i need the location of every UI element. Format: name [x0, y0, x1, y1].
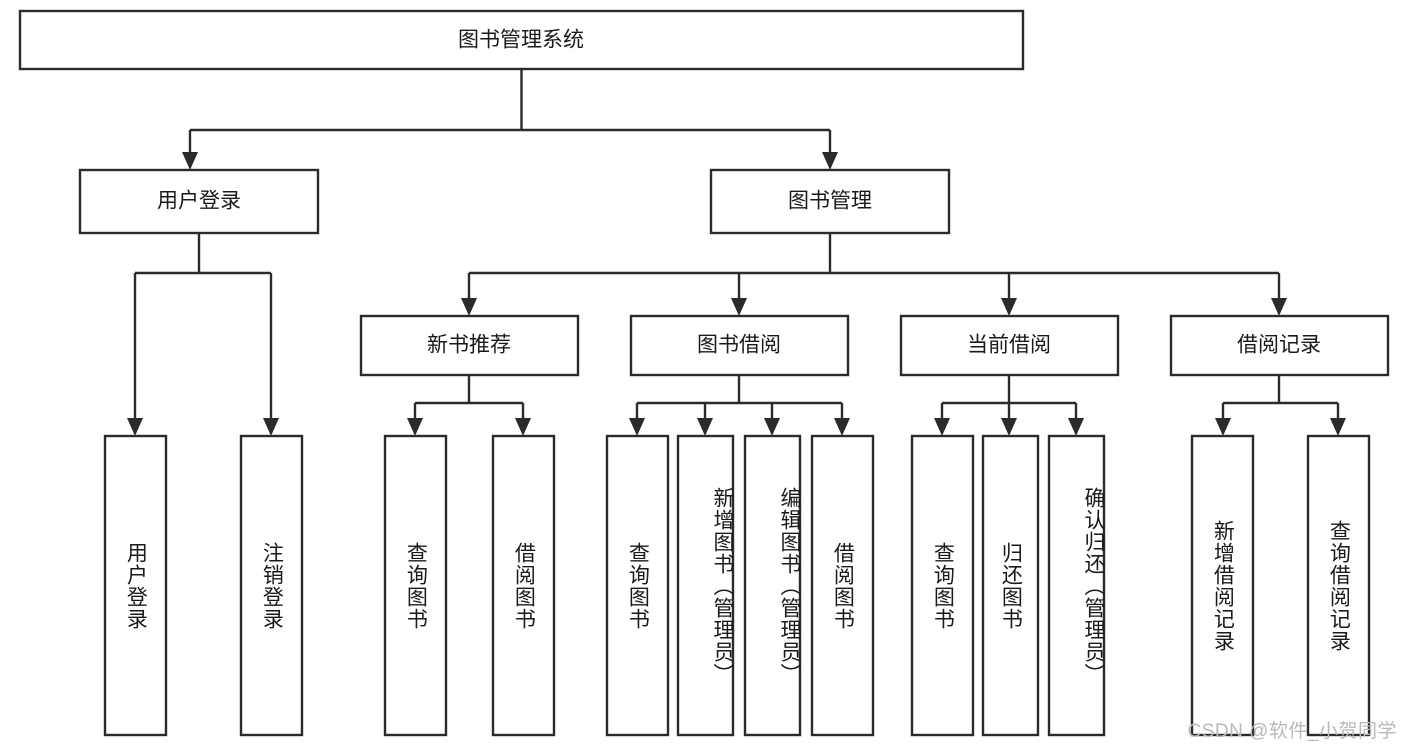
connector-borrowrecord-to-leaves: [1215, 375, 1346, 436]
node-leaf-edit-book[interactable]: [743, 434, 802, 737]
node-leaf-query-book-1[interactable]: [383, 434, 448, 737]
node-leaf-borrow-book-1[interactable]: [491, 434, 556, 737]
node-user-login-label: 用户登录: [157, 190, 241, 213]
node-leaf-logout-login[interactable]: [239, 434, 304, 737]
node-current-borrow-label: 当前借阅: [967, 334, 1051, 357]
node-leaf-query-book-2[interactable]: [605, 434, 670, 737]
node-root-label: 图书管理系统: [458, 29, 584, 52]
connector-bookborrow-to-leaves: [629, 375, 850, 436]
csdn-watermark: CSDN @软件_小贺同学: [1187, 721, 1397, 742]
connector-currentborrow-to-leaves: [934, 375, 1084, 436]
node-new-book-recommend-label: 新书推荐: [427, 334, 511, 357]
connector-userlogin-to-leaves: [127, 233, 279, 436]
node-user-login[interactable]: 用户登录: [78, 168, 320, 235]
node-leaf-user-login[interactable]: [103, 434, 168, 737]
node-root[interactable]: 图书管理系统: [18, 9, 1025, 71]
node-new-book-recommend[interactable]: 新书推荐: [359, 314, 580, 377]
node-current-borrow[interactable]: 当前借阅: [899, 314, 1120, 377]
connector-bookmanage-to-level2: [461, 233, 1287, 316]
node-book-manage-label: 图书管理: [788, 190, 872, 213]
connector-root-to-level1: [182, 69, 838, 170]
node-borrow-record[interactable]: 借阅记录: [1169, 314, 1390, 377]
node-leaf-query-book-3[interactable]: [910, 434, 975, 737]
node-borrow-record-label: 借阅记录: [1237, 334, 1321, 357]
connector-newbook-to-leaves: [407, 375, 531, 436]
node-leaf-add-record[interactable]: [1190, 434, 1255, 737]
node-leaf-return-book[interactable]: [981, 434, 1040, 737]
node-leaf-query-record[interactable]: [1306, 434, 1371, 737]
node-leaf-borrow-book-2[interactable]: [810, 434, 875, 737]
node-leaf-confirm-return[interactable]: [1047, 434, 1106, 737]
node-book-borrow[interactable]: 图书借阅: [629, 314, 850, 377]
node-leaf-add-book[interactable]: [676, 434, 735, 737]
node-book-borrow-label: 图书借阅: [697, 334, 781, 357]
node-book-manage[interactable]: 图书管理: [709, 168, 951, 235]
